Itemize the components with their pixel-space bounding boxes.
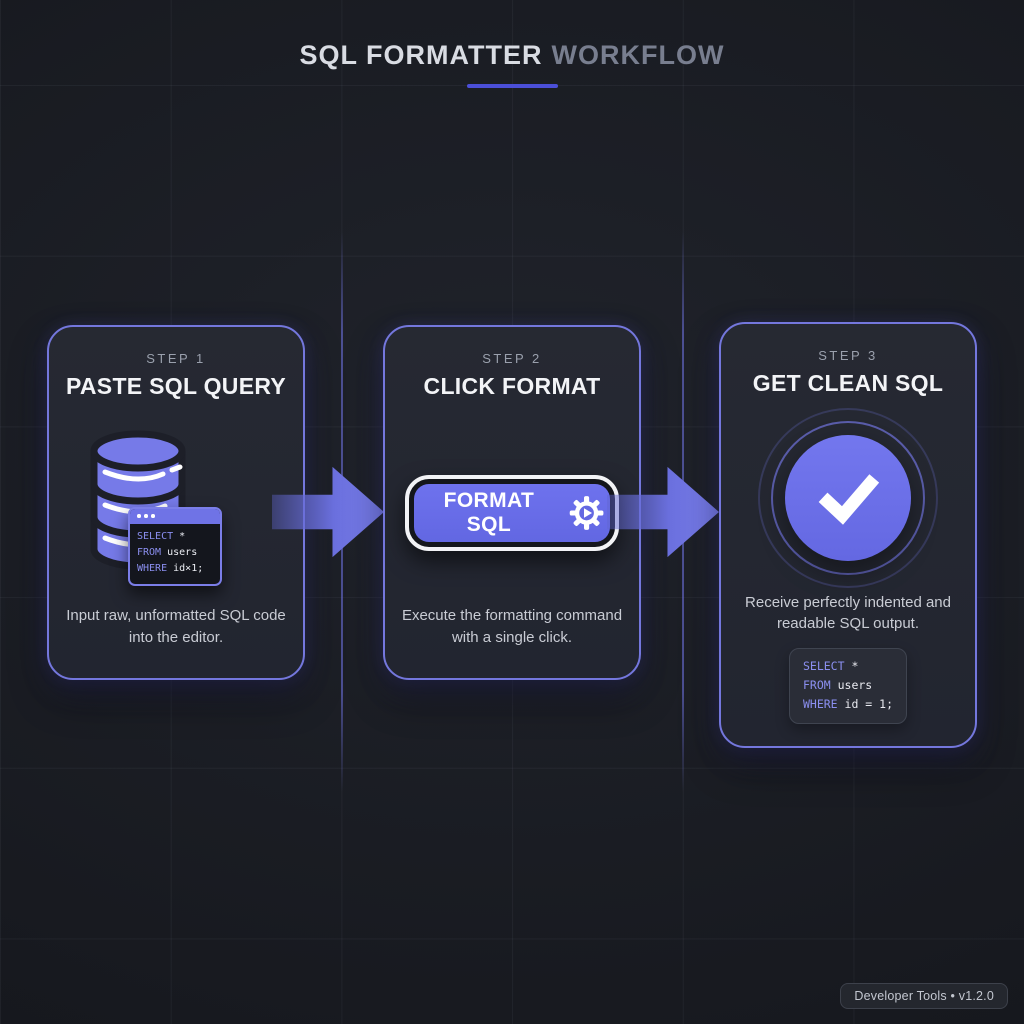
step-card-2: STEP 2 CLICK FORMAT FORMAT SQL [383, 325, 641, 680]
success-rings [758, 408, 938, 589]
step-description: Execute the formatting command with a si… [401, 607, 623, 646]
window-controls [130, 508, 220, 524]
format-button-ring: FORMAT SQL [405, 474, 619, 551]
step2-icon-zone: FORMAT SQL [385, 400, 639, 605]
version-badge: Developer Tools • v1.2.0 [840, 983, 1008, 1009]
page-title: SQL FORMATTER WORKFLOW [0, 40, 1024, 71]
step3-icon-zone [721, 397, 975, 592]
check-icon [785, 435, 911, 562]
format-sql-button-label: FORMAT SQL [443, 488, 535, 536]
title-secondary: WORKFLOW [551, 40, 725, 70]
step-card-1: STEP 1 PASTE SQL QUERY SELECT *FROM user… [47, 325, 305, 680]
step-heading: GET CLEAN SQL [752, 370, 944, 396]
step-description: Input raw, unformatted SQL code into the… [66, 607, 286, 646]
step-heading: PASTE SQL QUERY [65, 373, 287, 399]
page-header: SQL FORMATTER WORKFLOW [0, 40, 1024, 88]
step-label: STEP 1 [146, 351, 206, 366]
step-label: STEP 3 [818, 348, 878, 363]
format-sql-button[interactable]: FORMAT SQL [414, 483, 610, 542]
gear-play-icon [569, 495, 604, 530]
step-heading: CLICK FORMAT [423, 373, 601, 399]
title-underline [466, 84, 558, 88]
step-card-3: STEP 3 GET CLEAN SQL Receive perfectly i… [719, 322, 977, 748]
step-label: STEP 2 [482, 351, 542, 366]
title-primary: SQL FORMATTER [299, 40, 543, 70]
step-description: Receive perfectly indented and readable … [745, 593, 951, 632]
